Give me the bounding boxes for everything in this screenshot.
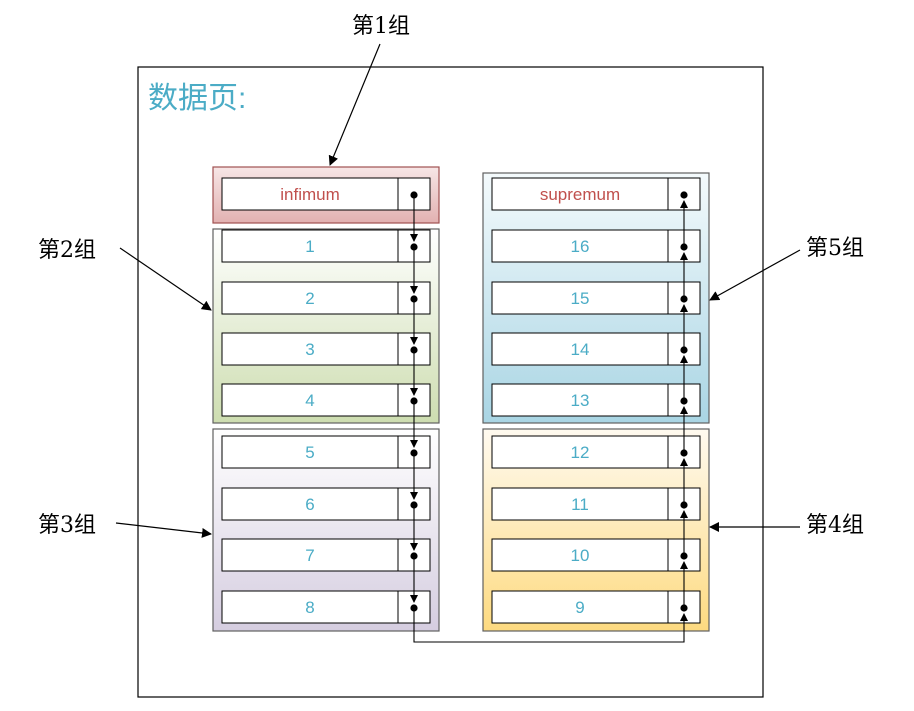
record-13: 13 xyxy=(491,383,701,417)
record-label: 9 xyxy=(575,598,584,617)
record-label: 11 xyxy=(571,495,589,514)
record-box xyxy=(221,332,431,366)
record-label: 6 xyxy=(305,495,314,514)
record-label: 1 xyxy=(305,237,314,256)
record-6: 6 xyxy=(221,487,431,521)
record-box xyxy=(491,281,701,315)
record-label: 3 xyxy=(305,340,314,359)
record-box xyxy=(491,590,701,624)
record-10: 10 xyxy=(491,538,701,572)
group-label-2: 第2组 xyxy=(38,238,96,263)
group-label-4: 第4组 xyxy=(806,513,864,538)
record-2: 2 xyxy=(221,281,431,315)
group-label-arrow xyxy=(119,247,212,311)
record-label: 10 xyxy=(571,546,590,565)
record-label: supremum xyxy=(540,185,620,204)
link-layer xyxy=(410,195,688,643)
group-2: 1 2 3 4 xyxy=(212,228,440,424)
record-box xyxy=(491,383,701,417)
page-title: 数据页: xyxy=(148,82,246,115)
record-box xyxy=(491,332,701,366)
record-16: 16 xyxy=(491,229,701,263)
record-box xyxy=(221,229,431,263)
chain-link xyxy=(413,608,688,643)
pointer-dot xyxy=(680,191,688,199)
record-12: 12 xyxy=(491,435,701,469)
group-label-arrow xyxy=(709,249,801,301)
group-1: infimum xyxy=(212,166,440,224)
record-9: 9 xyxy=(491,590,701,624)
record-15: 15 xyxy=(491,281,701,315)
record-box xyxy=(221,590,431,624)
record-label: 15 xyxy=(571,289,590,308)
group-4: 12 11 10 9 xyxy=(482,428,710,632)
record-box xyxy=(221,538,431,572)
record-label: 2 xyxy=(305,289,314,308)
record-label: 8 xyxy=(305,598,314,617)
group-3: 5 6 7 8 xyxy=(212,428,440,632)
record-box xyxy=(221,435,431,469)
record-box xyxy=(221,487,431,521)
record-4: 4 xyxy=(221,383,431,417)
record-box xyxy=(491,435,701,469)
record-8: 8 xyxy=(221,590,431,624)
record-7: 7 xyxy=(221,538,431,572)
group-label-arrow xyxy=(115,522,212,538)
record-box xyxy=(491,487,701,521)
record-box xyxy=(221,177,431,211)
record-label: 4 xyxy=(305,391,314,410)
record-label: 12 xyxy=(571,443,590,462)
record-box xyxy=(221,281,431,315)
record-box xyxy=(491,538,701,572)
record-3: 3 xyxy=(221,332,431,366)
record-5: 5 xyxy=(221,435,431,469)
record-label: 16 xyxy=(571,237,590,256)
record-box xyxy=(491,229,701,263)
record-label: 7 xyxy=(305,546,314,565)
record-14: 14 xyxy=(491,332,701,366)
group-label-5: 第5组 xyxy=(806,236,864,261)
record-box xyxy=(491,177,701,211)
record-box xyxy=(221,383,431,417)
record-label: 13 xyxy=(571,391,590,410)
record-label: 14 xyxy=(571,340,590,359)
group-label-1: 第1组 xyxy=(352,14,410,39)
record-label: infimum xyxy=(280,185,340,204)
record-supremum: supremum xyxy=(491,177,701,211)
record-label: 5 xyxy=(305,443,314,462)
group-label-arrow xyxy=(328,43,381,166)
group-label-3: 第3组 xyxy=(38,513,96,538)
group-5: supremum 16 15 14 13 xyxy=(482,172,710,424)
record-11: 11 xyxy=(491,487,701,521)
record-infimum: infimum xyxy=(221,177,431,211)
record-1: 1 xyxy=(221,229,431,263)
data-page-frame xyxy=(137,66,764,698)
